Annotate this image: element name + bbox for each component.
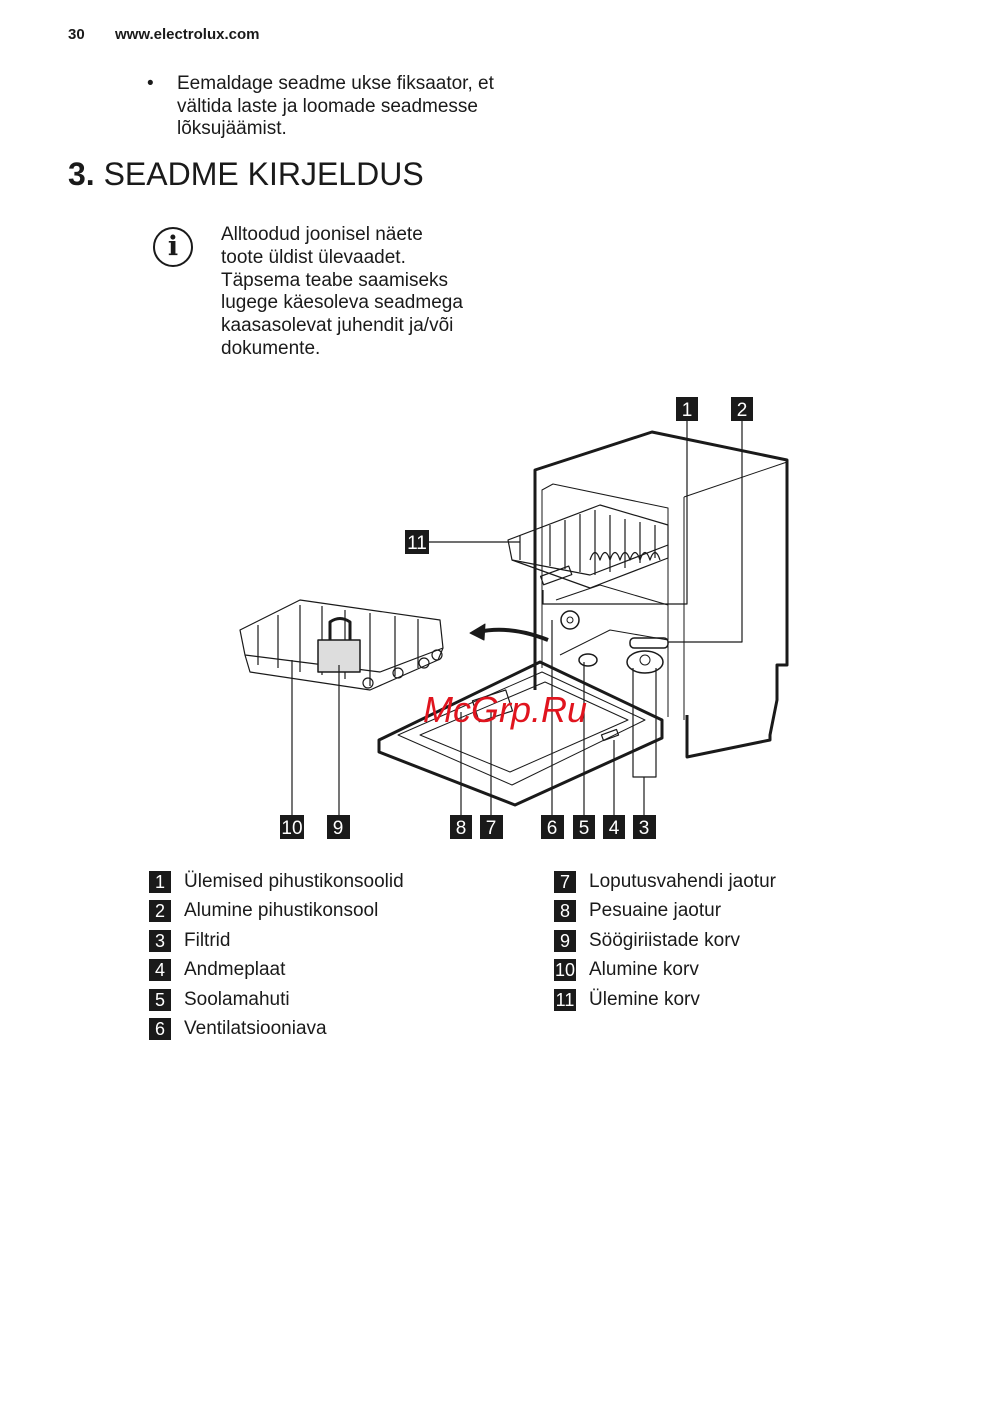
legend-item: 1 Ülemised pihustikonsoolid [149,870,404,894]
callout-9: 9 [327,815,350,839]
bullet-line: Eemaldage seadme ukse fiksaator, et [177,73,494,94]
legend-label: Ventilatsiooniava [184,1017,327,1039]
info-line: Täpsema teabe saamiseks [221,269,449,291]
info-text: Alltoodud joonisel näete toote üldist ül… [221,224,521,361]
cabinet-inner-lines [541,461,788,720]
dispenser [471,689,514,723]
info-line: toote üldist ülevaadet. [221,246,406,268]
filters [626,650,664,674]
arrow-curve [477,627,549,642]
legend-item: 4 Andmeplaat [149,958,404,982]
leader-lines [291,421,743,815]
dishwasher-cabinet [533,430,789,759]
callout-10: 10 [280,815,304,839]
bullet-symbol: • [147,73,154,94]
bullet-text: Eemaldage seadme ukse fiksaator, et vält… [177,73,537,141]
callout-2: 2 [731,397,753,421]
svg-text:7: 7 [486,818,497,839]
legend-label: Andmeplaat [184,959,286,981]
upper-spray-arm [539,565,573,586]
legend-number: 7 [554,871,576,893]
svg-text:9: 9 [333,818,344,839]
callout-3: 3 [633,815,656,839]
legend-item: 11 Ülemine korv [554,988,776,1012]
legend-item: 2 Alumine pihustikonsool [149,899,404,923]
legend-label: Loputusvahendi jaotur [589,871,776,892]
salt-container [578,653,598,667]
legend-item: 5 Soolamahuti [149,988,404,1012]
website-link[interactable]: www.electrolux.com [115,26,260,43]
info-icon: i [153,227,193,267]
legend-label: Soolamahuti [184,988,290,1010]
legend-label: Filtrid [184,929,231,951]
page-number: 30 [68,26,85,43]
info-line: Alltoodud joonisel näete [221,224,423,245]
legend-label: Alumine korv [589,959,699,981]
legend-label: Pesuaine jaotur [589,900,722,922]
legend-number: 3 [149,929,171,952]
callout-4: 4 [603,815,625,839]
callout-1: 1 [676,397,698,421]
bullet-line: lõksujäämist. [177,118,287,139]
svg-text:2: 2 [737,400,748,421]
legend-label: Alumine pihustikonsool [184,900,379,922]
svg-text:11: 11 [407,533,427,554]
arrow-head [469,623,486,641]
legend-item: 10 Alumine korv [554,958,776,982]
legend-item: 8 Pesuaine jaotur [554,899,776,923]
callout-6: 6 [541,815,564,839]
callout-8: 8 [450,815,472,839]
callout-7: 7 [480,815,503,839]
legend-number: 5 [149,988,171,1011]
legend-item: 3 Filtrid [149,929,404,953]
door-inner [397,671,646,786]
info-line: dokumente. [221,337,321,359]
legend-left: 1 Ülemised pihustikonsoolid 2 Alumine pihu… [149,870,404,1041]
legend-item: 6 Ventilatsiooniava [149,1017,404,1041]
legend-item: 7 Loputusvahendi jaotur [554,870,776,894]
upper-basket [507,504,669,589]
svg-text:6: 6 [547,818,558,839]
legend-number: 2 [149,900,171,923]
dishwasher-door [377,660,664,807]
watermark: McGrp.Ru [423,689,587,730]
legend-label: Ülemine korv [589,988,700,1010]
svg-text:1: 1 [682,400,693,421]
legend-label: Ülemised pihustikonsoolid [184,871,404,892]
vent-opening [560,610,580,630]
section-number: 3. [68,156,95,192]
lower-spray-arm [629,637,669,649]
section-heading: 3. SEADME KIRJELDUS [68,156,424,193]
svg-text:4: 4 [609,818,620,839]
svg-text:3: 3 [639,818,650,839]
rating-plate [600,728,620,742]
legend-number: 10 [554,959,576,982]
legend-number: 4 [149,959,171,982]
callout-11: 11 [405,530,429,554]
legend-number: 8 [554,900,576,923]
legend-number: 6 [149,1017,171,1040]
section-title: SEADME KIRJELDUS [103,156,424,192]
callout-5: 5 [573,815,595,839]
legend-number: 11 [554,988,576,1011]
svg-text:10: 10 [281,818,302,839]
bullet-line: vältida laste ja loomade seadmesse [177,95,479,117]
svg-text:8: 8 [456,818,467,839]
legend-item: 9 Söögiriistade korv [554,929,776,953]
legend-number: 1 [149,871,171,893]
legend-label: Söögiriistade korv [589,929,741,951]
svg-text:5: 5 [579,818,590,839]
legend-number: 9 [554,929,576,952]
info-line: kaasasolevat juhendit ja/või [221,315,454,337]
info-line: lugege käesoleva seadmega [221,292,463,314]
